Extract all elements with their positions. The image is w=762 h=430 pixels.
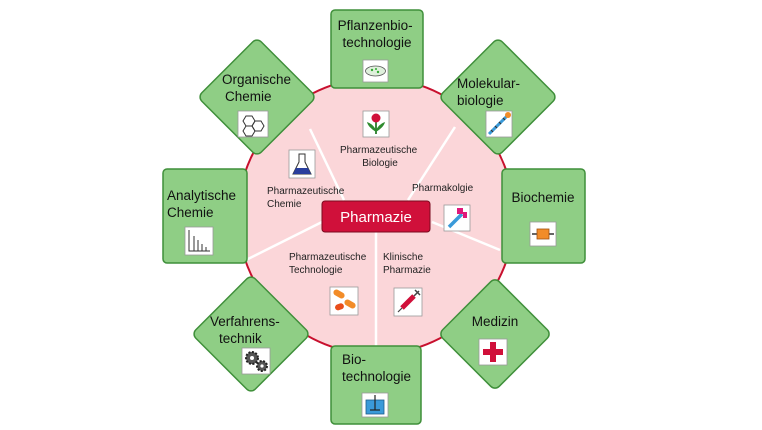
svg-text:Analytische Chemie: Analytische Chemie (167, 188, 240, 220)
svg-text:Biochemie: Biochemie (511, 190, 574, 205)
flask-icon (288, 149, 316, 179)
svg-text:Bio- technologie: Bio- technologie (342, 352, 411, 384)
svg-text:Verfahrens- technik: Verfahrens- technik (210, 314, 284, 346)
box-verfahrenstechnik: Verfahrens- technik (193, 276, 309, 392)
svg-text:Medizin: Medizin (472, 314, 519, 329)
syringe-icon (393, 287, 423, 317)
spectrum-icon (184, 226, 214, 256)
capsules-icon (329, 286, 359, 316)
segment-label-klinische-pharmazie: Klinische Pharmazie (383, 252, 431, 276)
petri-dish-icon (362, 59, 389, 83)
box-molekularbiologie: Molekular- biologie (440, 39, 556, 155)
svg-text:Molekular- biologie: Molekular- biologie (457, 76, 524, 108)
medical-cross-icon (478, 338, 508, 366)
segment-dividers (241, 126, 501, 354)
molecule-icon (237, 110, 269, 138)
svg-text:Organische Chemie: Organische Chemie (222, 72, 295, 104)
center-label: Pharmazie (340, 209, 412, 226)
box-analytische-chemie: Analytische Chemie (162, 168, 248, 264)
center-label-box: Pharmazie (321, 200, 431, 233)
box-pflanzenbiotechnologie: Pflanzenbio- technologie (330, 9, 424, 89)
box-biochemie: Biochemie (501, 168, 586, 264)
segment-label-pharmazeutische-biologie: Pharmazeutische Biologie (340, 145, 420, 169)
box-organische-chemie: Organische Chemie (199, 39, 315, 155)
protein-icon (529, 221, 557, 247)
segment-label-pharmazeutische-technologie: Pharmazeutische Technologie (289, 252, 369, 276)
segment-label-pharmakologie: Pharmakolgie (412, 183, 474, 194)
box-biotechnologie: Bio- technologie (330, 345, 422, 425)
dna-icon (485, 110, 513, 138)
bioreactor-icon (361, 392, 389, 418)
box-medizin: Medizin (440, 279, 550, 389)
flower-icon (362, 110, 390, 138)
svg-text:Pflanzenbio- technologie: Pflanzenbio- technologie (338, 18, 417, 50)
receptor-icon (443, 204, 471, 232)
segment-label-pharmazeutische-chemie: Pharmazeutische Chemie (267, 186, 347, 210)
gears-icon (241, 347, 271, 375)
